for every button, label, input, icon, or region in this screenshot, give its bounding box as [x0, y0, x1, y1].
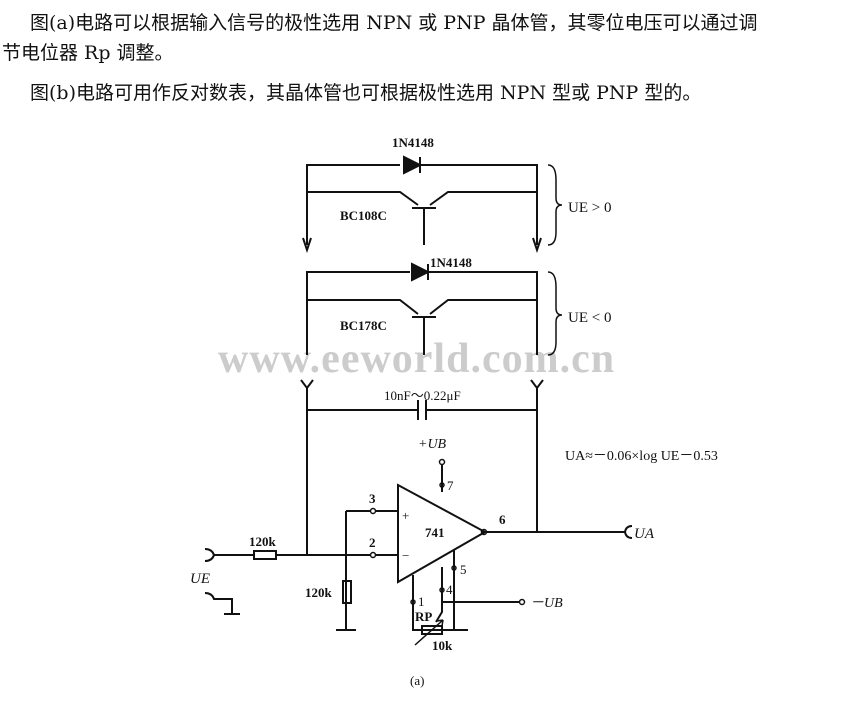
transistor1-label: BC108C — [340, 208, 387, 223]
ground-resistor — [342, 580, 352, 604]
minus-input-sign: − — [402, 548, 409, 563]
figure-caption: (a) — [410, 673, 424, 688]
paragraph-2: 图(b)电路可用作反对数表，其晶体管也可根据极性选用 NPN 型或 PNP 型的… — [30, 82, 702, 104]
transistor1-symbol — [412, 207, 436, 245]
npn-branch: 1N4148 BC108C — [302, 135, 542, 254]
transistor1-wires — [307, 191, 537, 206]
input-label: UE — [190, 571, 210, 587]
input-resistor-label: 120k — [249, 534, 277, 549]
plus-input-sign: + — [402, 508, 409, 523]
supply-pos-label: +UB — [418, 437, 447, 452]
capacitor-label: 10nF～0.22μF — [384, 388, 461, 403]
condition1-label: UE > 0 — [568, 200, 611, 216]
pin4-label: 4 — [446, 582, 453, 597]
diode2-label: 1N4148 — [430, 255, 472, 270]
paragraph-1-line-1: 图(a)电路可以根据输入信号的极性选用 NPN 或 PNP 晶体管，其零位电压可… — [30, 12, 758, 34]
potentiometer-arrow — [414, 619, 444, 646]
capacitor-symbol — [307, 400, 537, 420]
potentiometer-rp — [421, 625, 443, 635]
pin6-label: 6 — [499, 512, 506, 527]
noninverting-wire — [345, 510, 398, 630]
input-resistor — [253, 550, 277, 560]
connector-arrows-1 — [302, 237, 542, 254]
offset-wires — [412, 550, 468, 631]
pin3-label: 3 — [369, 491, 376, 506]
paragraph-1-line-2: 节电位器 Rp 调整。 — [2, 42, 174, 64]
transfer-formula: UA≈－0.06×log UE－0.53 — [565, 449, 718, 464]
pin5-label: 5 — [460, 562, 467, 577]
potentiometer-value: 10k — [432, 638, 453, 653]
opamp-741-symbol — [397, 483, 488, 584]
diode1-symbol — [403, 155, 423, 175]
feedback-rails — [306, 388, 538, 555]
transistor2-wires — [307, 299, 537, 315]
pin7-label: 7 — [447, 478, 454, 493]
output-terminal — [623, 525, 633, 539]
opamp-label: 741 — [425, 525, 445, 540]
diode2-wires — [306, 271, 538, 355]
potentiometer-name: RP — [415, 609, 432, 624]
ground-resistor-label: 120k — [305, 585, 333, 600]
brace-2 — [547, 271, 563, 356]
transistor2-label: BC178C — [340, 318, 387, 333]
watermark: www.eeworld.com.cn — [218, 336, 615, 382]
output-label: UA — [634, 526, 655, 542]
pnp-branch: 1N4148 BC178C — [306, 255, 538, 355]
input-ground-terminal — [204, 592, 240, 615]
transistor2-symbol — [412, 316, 436, 355]
condition2-label: UE < 0 — [568, 310, 611, 326]
supply-neg-label: －UB — [530, 596, 563, 611]
brace-1 — [547, 164, 563, 246]
diode2-symbol — [411, 262, 431, 282]
input-terminal — [204, 548, 216, 562]
diode1-label: 1N4148 — [392, 135, 434, 150]
pin1-label: 1 — [418, 594, 425, 609]
diode1-wires — [306, 164, 538, 245]
pin2-label: 2 — [369, 535, 376, 550]
